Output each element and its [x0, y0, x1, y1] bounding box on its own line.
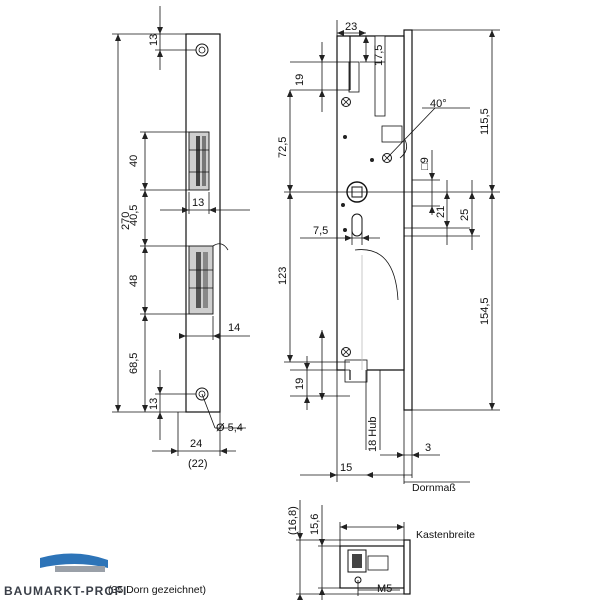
dim-40: 40 [128, 155, 140, 167]
dim-21: 21 [435, 206, 447, 218]
dim-16-8: (16,8) [287, 506, 299, 535]
dim-7-5: 7,5 [313, 225, 328, 237]
lock-body-view: 23 17,5 19 72,5 40° 115,5 [277, 20, 500, 494]
note-dorn: (35 Dorn gezeichnet) [108, 584, 206, 596]
cylinder-hole [351, 213, 363, 237]
dim-154-5: 154,5 [479, 297, 491, 325]
dim-13-mid: 13 [192, 197, 204, 209]
dim-13-top: 13 [148, 34, 160, 46]
dim-17-5: 17,5 [373, 45, 385, 66]
section-view: Kastenbreite (16,8) 15,6 M5 [287, 500, 475, 600]
lock-case [336, 35, 405, 371]
strike-plate [185, 33, 221, 413]
dim-23: 23 [345, 21, 357, 33]
dim-48: 48 [128, 275, 140, 287]
case-screw-1 [341, 97, 351, 107]
dim-hole-diameter: Ø 5,4 [216, 422, 243, 434]
dim-68-5: 68,5 [128, 353, 140, 374]
dim-14: 14 [228, 322, 240, 334]
dim-24: 24 [190, 438, 202, 450]
case-screw-3 [341, 347, 351, 357]
dim-115-5: 115,5 [479, 108, 491, 135]
dim-18-hub: 18 Hub [367, 417, 379, 452]
brand-logo: BAUMARKT-PROFI [4, 553, 127, 598]
dim-22: (22) [188, 458, 208, 470]
dim-270: 270 [120, 212, 132, 230]
label-kastenbreite: Kastenbreite [416, 529, 475, 541]
label-dornmass: Dornmaß [412, 482, 456, 494]
dim-3: 3 [425, 442, 431, 454]
dim-m5: M5 [377, 583, 392, 595]
dim-angle-40: 40° [430, 98, 447, 110]
dim-19-top: 19 [294, 74, 306, 86]
dim-15: 15 [340, 462, 352, 474]
svg-text:BAUMARKT-PROFI: BAUMARKT-PROFI [4, 584, 127, 598]
dim-19-bottom: 19 [294, 378, 306, 390]
strike-plate-view: 270 13 40 40,5 13 48 [112, 6, 250, 470]
dim-square-9: □9 [419, 157, 431, 170]
section-forend [403, 539, 411, 595]
dim-13-bottom: 13 [148, 398, 160, 410]
dim-25: 25 [459, 209, 471, 221]
dim-72-5: 72,5 [277, 137, 289, 158]
dim-15-6: 15,6 [309, 514, 321, 535]
dim-40-5: 40,5 [128, 205, 140, 226]
lock-forend [403, 29, 413, 411]
dim-123: 123 [277, 267, 289, 285]
